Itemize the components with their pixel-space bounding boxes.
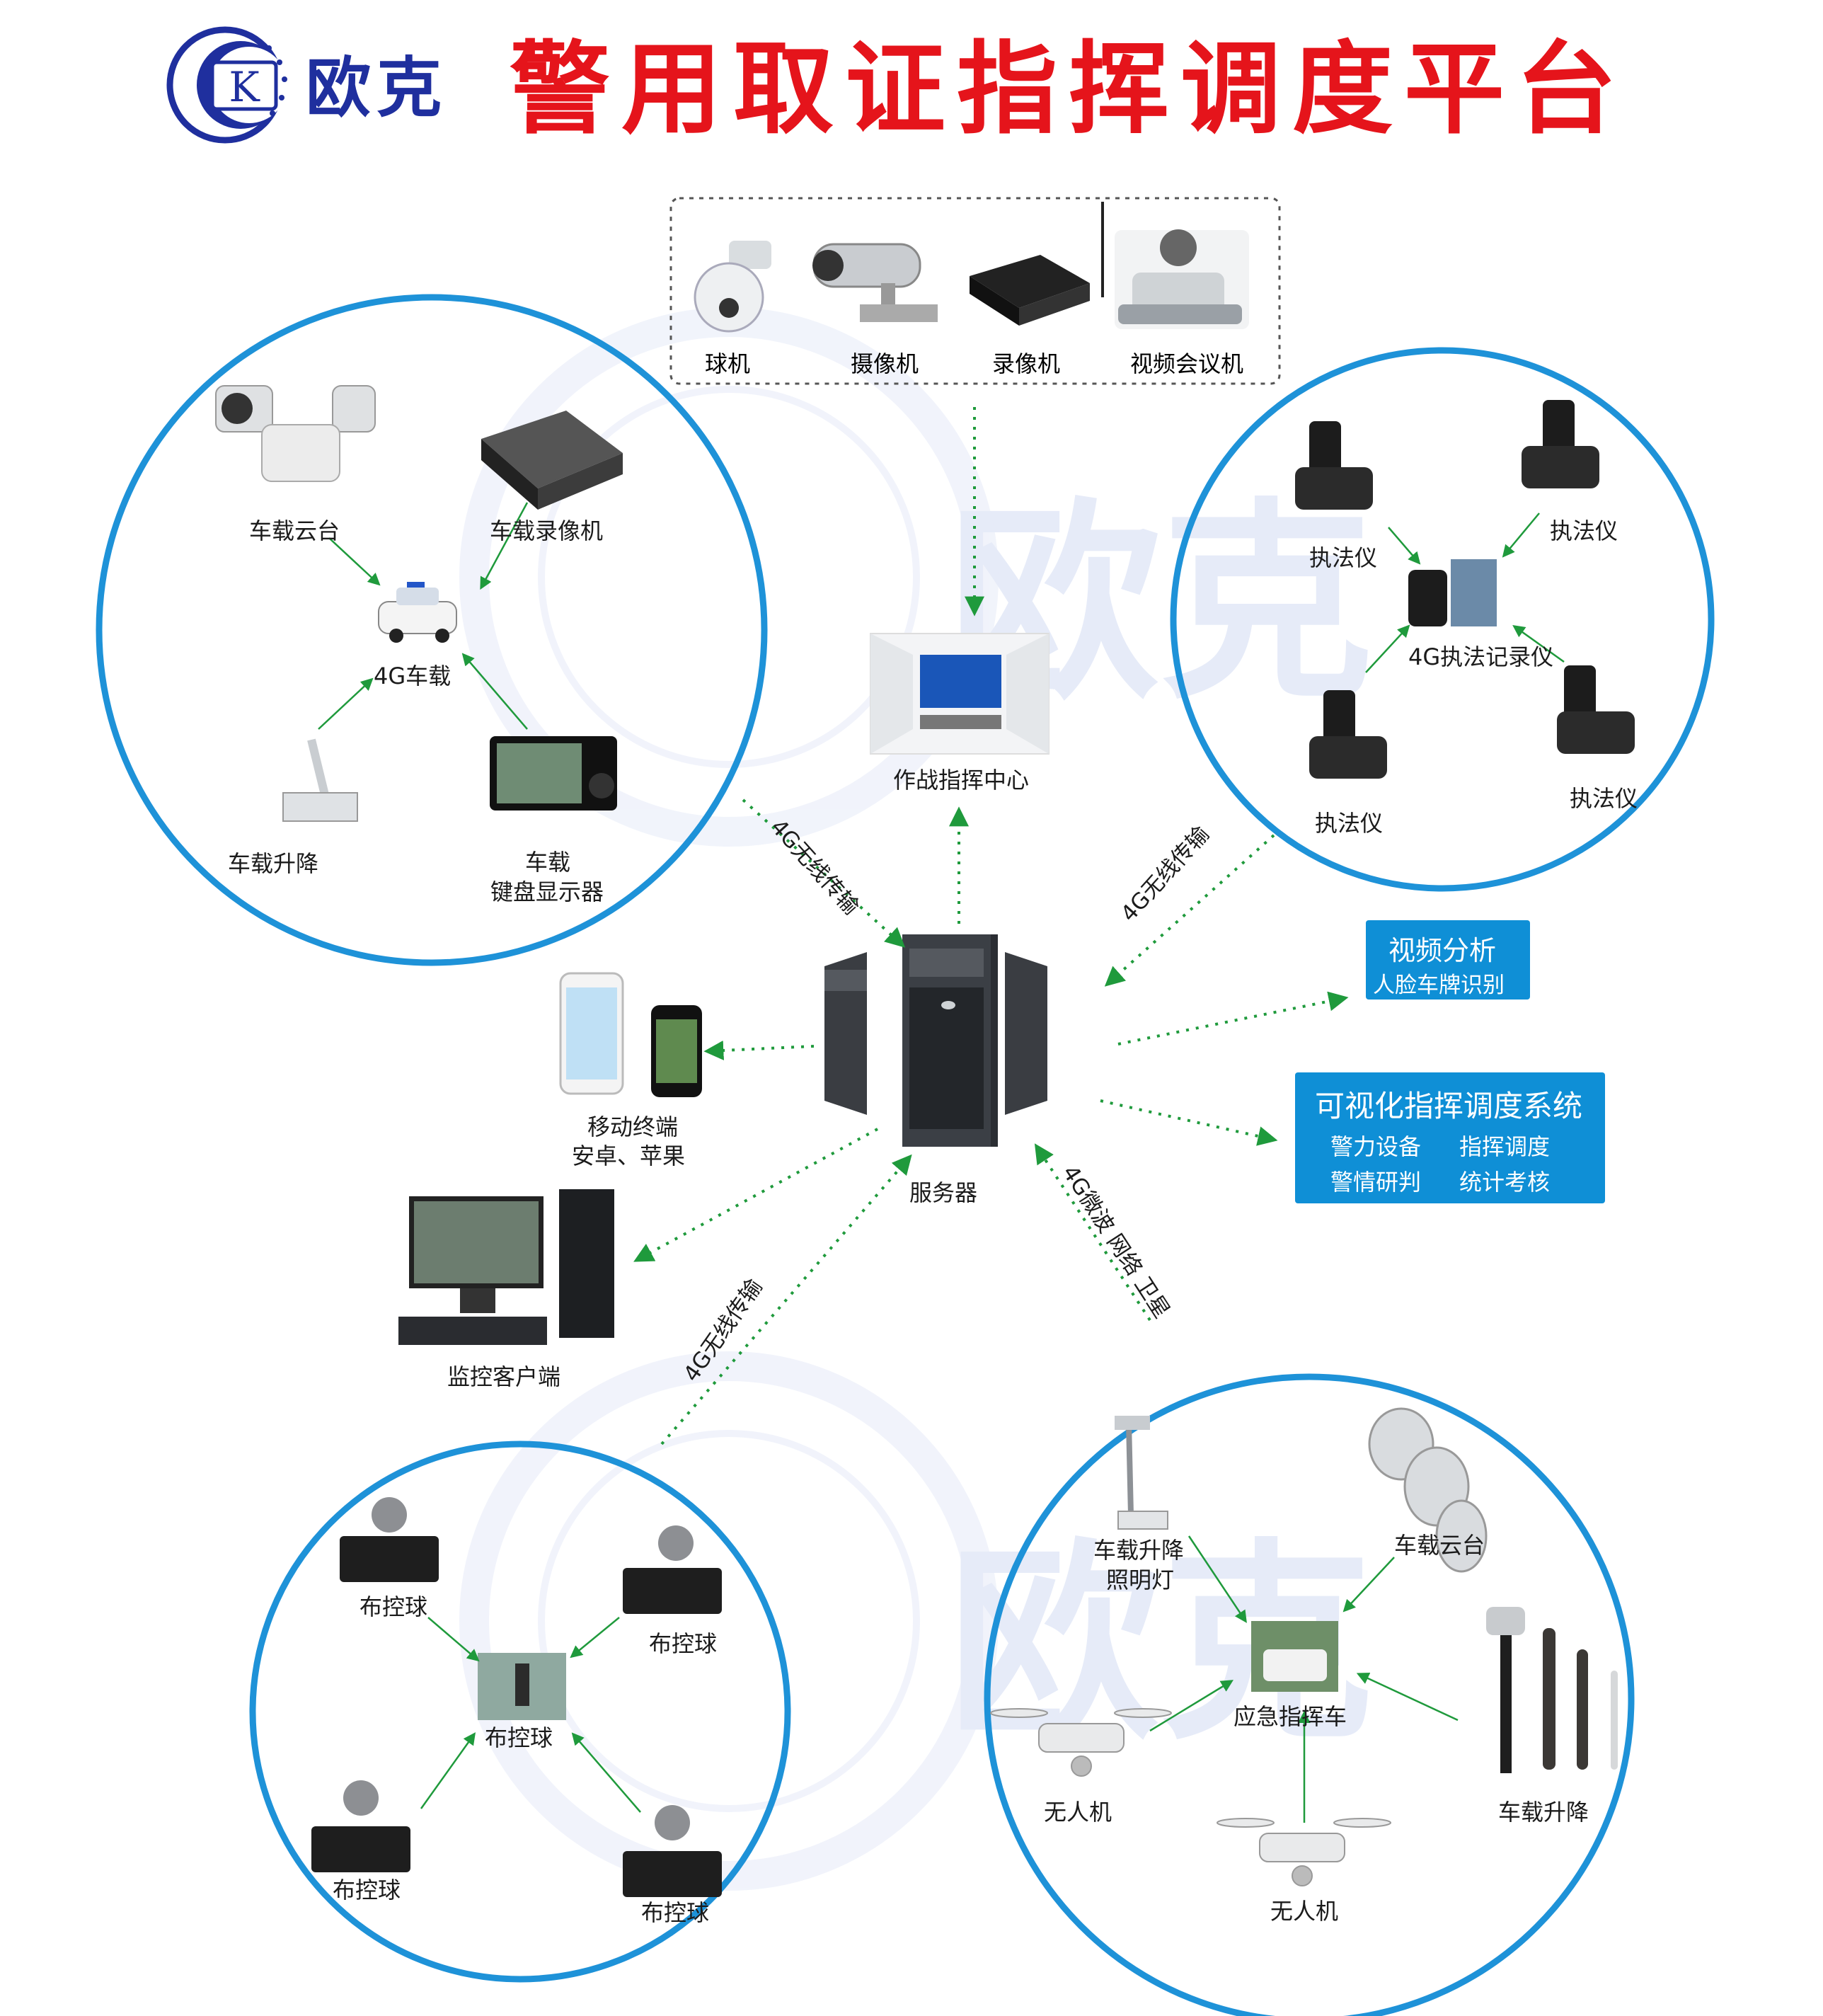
deploy-ball-icons [311, 1497, 722, 1897]
mobile-label-1: 移动终端 [587, 1113, 679, 1140]
ball-label-4: 布控球 [641, 1899, 710, 1926]
visual-system-box: 可视化指挥调度系统 警力设备 指挥调度 警情研判 统计考核 [1295, 1072, 1605, 1203]
enforcement-group-circle [1170, 347, 1715, 892]
svg-text:K: K [229, 63, 260, 111]
ball-group-circle [249, 1441, 791, 1983]
brand-logo-icon: K [166, 26, 287, 144]
ball-center-label: 布控球 [485, 1724, 553, 1751]
enforcement-label-2: 执法仪 [1550, 517, 1618, 544]
keyboard-display-icon [490, 736, 617, 811]
vehicle-car-label: 4G车载 [374, 663, 452, 689]
monitoring-client-icon [398, 1189, 614, 1345]
drone-label-2: 无人机 [1270, 1898, 1339, 1925]
emergency-lift-icons [1486, 1607, 1618, 1773]
vehicle-display-label-2: 键盘显示器 [490, 878, 604, 905]
vehicle-recorder-icon [481, 411, 623, 510]
top-device-label-2: 摄像机 [851, 350, 919, 377]
top-device-label-3: 录像机 [992, 350, 1060, 377]
vehicle-lift-icon [282, 738, 358, 822]
ball-label-3: 布控球 [333, 1877, 401, 1903]
server-icon [824, 934, 1047, 1147]
vehicle-ptz-icon [215, 385, 376, 482]
vehicle-recorder-label: 车载录像机 [490, 517, 604, 544]
visual-system-item-1: 警力设备 [1330, 1133, 1422, 1160]
top-device-label-1: 球机 [705, 350, 750, 377]
enforcement-label-4: 执法仪 [1570, 785, 1638, 812]
ball-label-2: 布控球 [649, 1630, 718, 1657]
lighting-mast-icon [1115, 1416, 1168, 1530]
visual-system-item-2: 指挥调度 [1459, 1133, 1551, 1160]
video-analysis-subtitle: 人脸车牌识别 [1373, 973, 1505, 998]
group-circles [96, 294, 1715, 2016]
brand-name: 欧克 [306, 50, 448, 126]
vehicle-ptz-label: 车载云台 [249, 517, 340, 544]
video-analysis-box: 视频分析 人脸车牌识别 [1366, 920, 1530, 1000]
top-device-label-4: 视频会议机 [1130, 350, 1243, 377]
mobile-label-2: 安卓、苹果 [572, 1142, 686, 1169]
visual-system-item-3: 警情研判 [1330, 1169, 1422, 1196]
police-car-icon [378, 582, 457, 643]
emergency-ptz-label: 车载云台 [1394, 1532, 1485, 1559]
visual-system-item-4: 统计考核 [1459, 1169, 1551, 1196]
command-vehicle-label: 应急指挥车 [1233, 1703, 1347, 1730]
conference-camera-icon [1115, 229, 1249, 329]
mobile-terminal-icon [559, 972, 702, 1097]
dvr-recorder-icon [970, 202, 1104, 326]
emergency-group-circle [984, 1373, 1635, 2016]
lighting-label-2: 照明灯 [1106, 1567, 1175, 1593]
server-label: 服务器 [909, 1179, 978, 1206]
enforcement-recorder-icons [1295, 400, 1635, 779]
vehicle-group-circle [96, 294, 768, 966]
command-center-label: 作战指挥中心 [893, 767, 1030, 794]
enforcement-label-3: 执法仪 [1315, 810, 1384, 837]
front-device-box [669, 197, 1281, 385]
dome-camera-icon [694, 241, 771, 333]
local-arrows [318, 502, 1565, 1823]
page-title: 警用取证指挥调度平台 [510, 31, 1628, 148]
command-center-icon [870, 633, 1049, 755]
vehicle-display-label-1: 车载 [525, 849, 571, 876]
enforcement-center-label: 4G执法记录仪 [1408, 643, 1554, 670]
visual-system-title: 可视化指挥调度系统 [1315, 1089, 1583, 1123]
vehicle-lift-label: 车载升降 [228, 850, 319, 877]
command-vehicle-icon [1251, 1621, 1338, 1692]
emergency-ptz-icon [1368, 1407, 1488, 1573]
client-label: 监控客户端 [447, 1363, 561, 1390]
ball-label-1: 布控球 [360, 1593, 428, 1620]
network-arrows [633, 407, 1349, 1445]
drone-icons [990, 1708, 1391, 1886]
lighting-label-1: 车载升降 [1093, 1537, 1185, 1564]
drone-label-1: 无人机 [1044, 1799, 1112, 1826]
video-analysis-title: 视频分析 [1388, 935, 1497, 966]
4g-recorder-icon [1408, 559, 1497, 626]
bullet-camera-icon [812, 243, 938, 322]
deploy-ball-center-icon [478, 1653, 566, 1720]
enforcement-label-1: 执法仪 [1309, 544, 1378, 571]
emergency-lift-label: 车载升降 [1498, 1799, 1589, 1826]
